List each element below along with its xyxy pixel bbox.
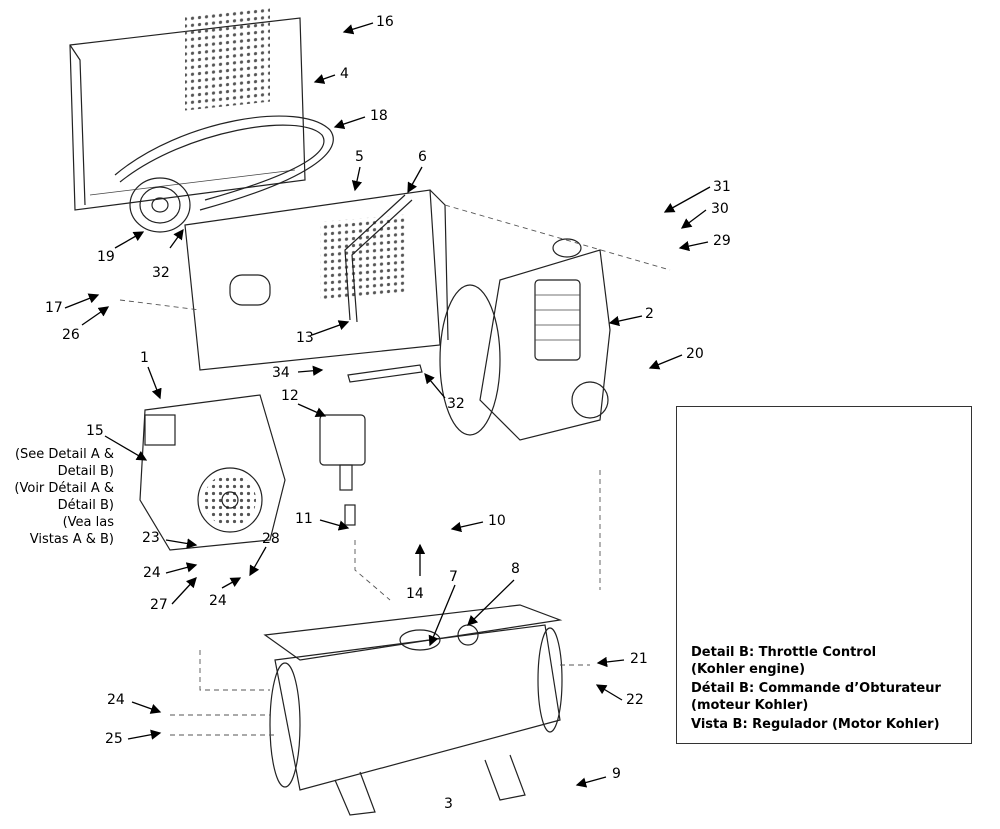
callout-28: 28 [262, 531, 280, 547]
discharge-tube [344, 194, 406, 321]
callout-13: 13 [296, 330, 314, 346]
callout-24-tank: 24 [107, 692, 125, 708]
callout-34: 34 [272, 365, 290, 381]
detail-reference-note: (See Detail A & Detail B) (Voir Détail A… [0, 446, 114, 548]
callout-11: 11 [295, 511, 313, 527]
note-line: (Vea las [62, 515, 114, 530]
callout-1: 1 [140, 350, 149, 366]
callout-25: 25 [105, 731, 123, 747]
callout-3: 3 [444, 796, 453, 812]
callout-9: 9 [612, 766, 621, 782]
belt-guard-front [184, 189, 449, 371]
compressor-pump [439, 238, 611, 441]
callout-20: 20 [686, 346, 704, 362]
callout-18: 18 [370, 108, 388, 124]
callout-24-engine-right: 24 [209, 593, 227, 609]
detail-b-caption-fr: Détail B: Commande d’Obturateur [691, 681, 941, 696]
detail-b-caption-en-sub: (Kohler engine) [691, 662, 806, 677]
callout-24-engine-left: 24 [143, 565, 161, 581]
air-tank [263, 604, 563, 816]
callout-16: 16 [376, 14, 394, 30]
callout-30: 30 [711, 201, 729, 217]
callout-14: 14 [406, 586, 424, 602]
note-line: Detail B) [57, 464, 114, 479]
note-line: Détail B) [57, 498, 114, 513]
assembly-lines [119, 204, 671, 736]
callout-17: 17 [45, 300, 63, 316]
drive-belt [114, 115, 334, 211]
callout-19: 19 [97, 249, 115, 265]
callout-22: 22 [626, 692, 644, 708]
detail-b-caption-fr-sub: (moteur Kohler) [691, 698, 809, 713]
callout-27: 27 [150, 597, 168, 613]
belt-guard-back [69, 6, 306, 211]
callout-6: 6 [418, 149, 427, 165]
detail-b-caption-es: Vista B: Regulador (Motor Kohler) [691, 717, 940, 732]
callout-12: 12 [281, 388, 299, 404]
callout-32-top: 32 [152, 265, 170, 281]
callout-5: 5 [355, 149, 364, 165]
check-valve-assembly [319, 414, 366, 526]
callout-10: 10 [488, 513, 506, 529]
callout-31: 31 [713, 179, 731, 195]
callout-21: 21 [630, 651, 648, 667]
note-line: Vistas A & B) [29, 532, 114, 547]
callout-8: 8 [511, 561, 520, 577]
detail-b-caption-en: Detail B: Throttle Control [691, 645, 877, 660]
discharge-tube-outline [351, 199, 413, 323]
detail-b-box: Detail B: Throttle Control (Kohler engin… [676, 406, 972, 744]
engine-pulley [129, 177, 191, 233]
callout-2: 2 [645, 306, 654, 322]
callout-23: 23 [142, 530, 160, 546]
callout-26: 26 [62, 327, 80, 343]
aftercooler-tube [347, 364, 423, 383]
callout-29: 29 [713, 233, 731, 249]
note-line: (See Detail A & [14, 447, 114, 462]
callout-15: 15 [86, 423, 104, 439]
note-line: (Voir Détail A & [14, 481, 114, 496]
callout-4: 4 [340, 66, 349, 82]
gas-engine [139, 394, 286, 551]
callout-7: 7 [449, 569, 458, 585]
callout-32-tube: 32 [447, 396, 465, 412]
callout-arrows [64, 22, 711, 788]
